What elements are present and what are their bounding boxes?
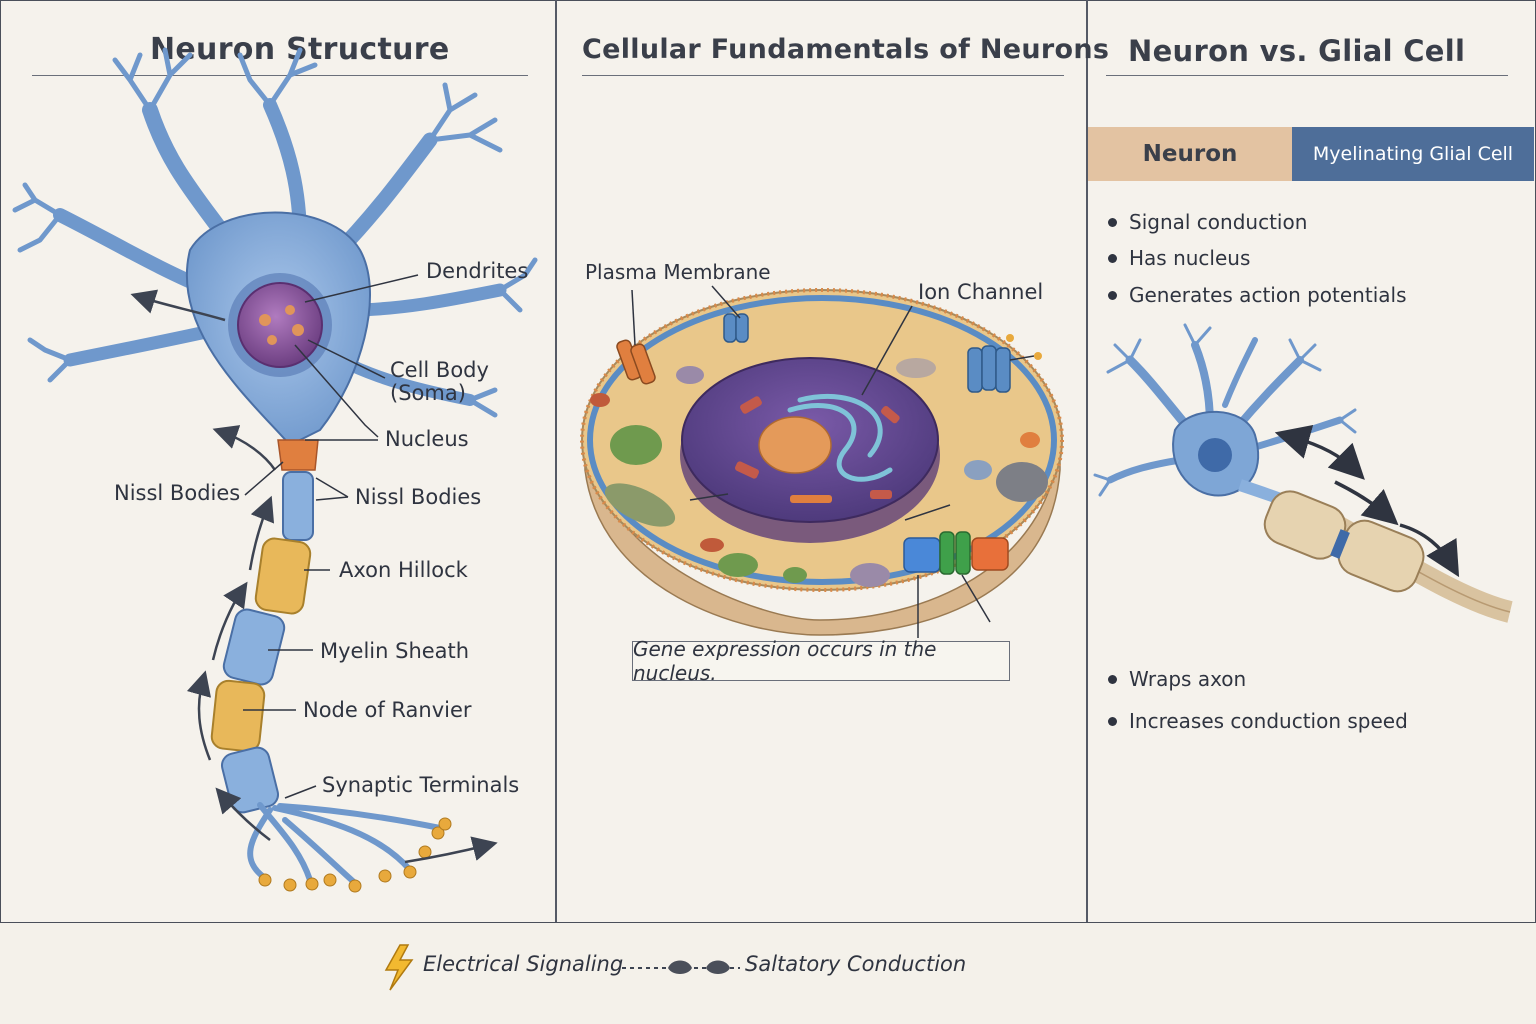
panel-divider-1 bbox=[555, 0, 557, 922]
organelles bbox=[590, 358, 1048, 587]
label-nissl-bodies-right: Nissl Bodies bbox=[355, 485, 482, 509]
nucleolus-spots bbox=[259, 305, 304, 345]
legend-electrical-signaling: Electrical Signaling bbox=[423, 952, 624, 976]
glial-point-1: Wraps axon bbox=[1108, 667, 1246, 691]
neuron-illustration bbox=[12, 47, 538, 893]
legend-saltatory-conduction: Saltatory Conduction bbox=[745, 952, 967, 976]
label-axon-hillock: Axon Hillock bbox=[339, 558, 468, 582]
myelin-segment-3 bbox=[210, 679, 266, 753]
saltatory-node-icon-2 bbox=[706, 960, 730, 974]
plasma-membrane-lipids bbox=[580, 288, 1064, 592]
label-dendrites: Dendrites bbox=[426, 259, 529, 283]
title-rule-2 bbox=[582, 75, 1064, 76]
structure-leader-lines bbox=[243, 274, 419, 799]
label-synaptic-terminals: Synaptic Terminals bbox=[322, 773, 520, 797]
gene-expression-caption: Gene expression occurs in the nucleus. bbox=[632, 637, 1010, 685]
myelin-segment-2 bbox=[222, 608, 286, 686]
plasma-membrane-band bbox=[587, 295, 1057, 585]
axon-hillock bbox=[277, 439, 319, 471]
neuron-point-3-text: Generates action potentials bbox=[1129, 283, 1407, 307]
synaptic-terminal-boutons bbox=[258, 817, 452, 893]
axon-segment-1 bbox=[282, 471, 314, 541]
bullet-dot bbox=[1108, 253, 1117, 263]
panel-divider-2 bbox=[1086, 0, 1088, 922]
label-plasma-membrane: Plasma Membrane bbox=[585, 260, 771, 284]
neuron-point-2-text: Has nucleus bbox=[1129, 246, 1251, 270]
cellular-fundamentals-title: Cellular Fundamentals of Neurons bbox=[582, 34, 1110, 65]
neuron-point-1: Signal conduction bbox=[1108, 210, 1307, 234]
title-rule-1 bbox=[32, 75, 528, 76]
cellular-leader-lines bbox=[631, 285, 991, 638]
neuron-point-3: Generates action potentials bbox=[1108, 283, 1407, 307]
bullet-dot bbox=[1108, 674, 1117, 684]
ion-channel-left bbox=[616, 339, 656, 385]
chromatin-strands bbox=[787, 393, 893, 482]
signal-direction-arrows bbox=[130, 289, 498, 864]
tab-myelinating-glial-cell[interactable]: Myelinating Glial Cell bbox=[1292, 127, 1534, 181]
synaptic-terminal-branches bbox=[247, 802, 443, 886]
label-nissl-bodies-left: Nissl Bodies bbox=[114, 481, 241, 505]
lightning-bolt-icon bbox=[384, 944, 414, 991]
saltatory-node-icon-1 bbox=[668, 960, 692, 974]
tab-neuron[interactable]: Neuron bbox=[1088, 127, 1292, 181]
glial-point-2: Increases conduction speed bbox=[1108, 709, 1408, 733]
bullet-dot bbox=[1108, 716, 1117, 726]
glial-point-1-text: Wraps axon bbox=[1129, 667, 1247, 691]
bullet-dot bbox=[1108, 217, 1117, 227]
myelin-segment-1 bbox=[254, 537, 312, 615]
mini-node-of-ranvier bbox=[1330, 529, 1350, 559]
nucleus bbox=[237, 282, 323, 368]
neuron-glial-illustration bbox=[1093, 323, 1513, 623]
glial-point-2-text: Increases conduction speed bbox=[1129, 709, 1408, 733]
neuron-vs-glial-title: Neuron vs. Glial Cell bbox=[1128, 34, 1466, 68]
label-nucleus: Nucleus bbox=[385, 427, 469, 451]
nucleolus bbox=[758, 416, 832, 474]
label-myelin-sheath: Myelin Sheath bbox=[320, 639, 470, 663]
ion-channel-right bbox=[967, 334, 1042, 393]
cell-cross-section-illustration bbox=[580, 285, 1064, 638]
label-cell-body: Cell Body bbox=[390, 358, 489, 382]
neuron-point-1-text: Signal conduction bbox=[1129, 210, 1308, 234]
label-ion-channel: Ion Channel bbox=[918, 280, 1044, 304]
neuron-point-2: Has nucleus bbox=[1108, 246, 1250, 270]
ribosome-clusters bbox=[734, 396, 900, 503]
label-soma: (Soma) bbox=[390, 381, 466, 405]
label-node-of-ranvier: Node of Ranvier bbox=[303, 698, 472, 722]
cell-slab-edge bbox=[584, 439, 1061, 636]
ion-channel-top bbox=[723, 313, 749, 343]
bullet-dot bbox=[1108, 290, 1117, 300]
title-rule-3 bbox=[1106, 75, 1508, 76]
mini-neuron-nucleus bbox=[1198, 438, 1232, 472]
transport-protein-complex bbox=[903, 531, 1009, 575]
saltatory-arrows bbox=[1274, 424, 1460, 578]
